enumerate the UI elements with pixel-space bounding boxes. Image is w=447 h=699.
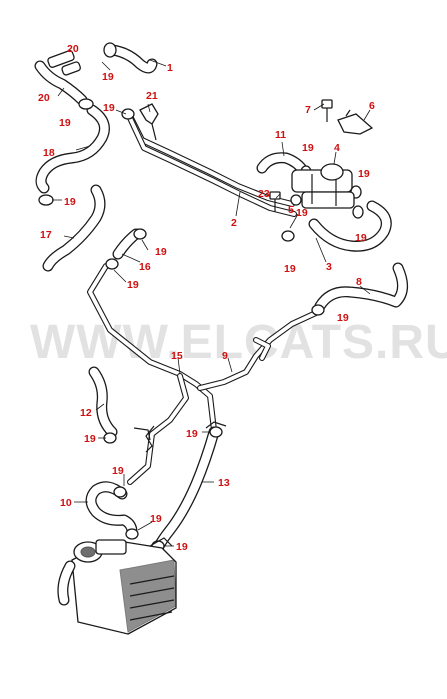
callout-label: 19 [64,196,76,208]
watermark: WWW.ELCATS.RU [30,316,447,369]
callout-label: 11 [275,129,286,141]
callout-label: 19 [127,279,139,291]
auxiliary-heater-unit [57,537,177,635]
callout-label: 20 [38,92,50,104]
callout-label: 19 [155,246,167,258]
callout-label: 17 [40,229,52,241]
callout-label: 9 [222,350,228,362]
callout-label: 21 [146,90,158,102]
hose-1 [106,44,158,74]
callout-label: 4 [334,142,340,154]
callout-label: 18 [43,147,55,159]
callout-label: 3 [326,261,332,273]
hose-12 [88,366,118,438]
callout-label: 16 [139,261,151,273]
connector-20-upper [47,50,81,76]
bolt-7 [321,99,333,122]
pipe-9 [197,309,321,391]
callout-labels: 20 19 1 20 19 21 19 7 6 11 19 4 18 19 23… [38,43,375,553]
fastener-brackets [133,421,227,453]
callout-label: 19 [102,71,114,83]
callout-label: 15 [171,350,183,362]
callout-label: 1 [167,62,173,74]
callout-label: 19 [59,117,71,129]
callout-label: 13 [218,477,230,489]
callout-label: 5 [288,204,294,216]
callout-label: 19 [112,465,124,477]
pipe-15 [87,263,217,485]
hose-10 [85,481,138,538]
bracket-21 [139,103,159,141]
hose-17 [42,184,106,272]
callout-label: 19 [337,312,349,324]
bolt-23 [269,191,281,212]
hose-20 [34,60,88,106]
callout-label: 19 [355,232,367,244]
hose-3 [308,200,392,252]
pipe-2 [125,109,297,217]
callout-label: 20 [67,43,79,55]
leader-lines [52,59,371,547]
callout-label: 19 [186,428,198,440]
callout-label: 19 [176,541,188,553]
hose-13 [152,426,220,554]
callout-label: 19 [358,168,370,180]
callout-label: 19 [103,102,115,114]
hose-16 [112,228,142,260]
callout-label: 2 [231,217,237,229]
hose-8 [314,262,408,312]
valve-assembly-4 [290,163,355,209]
bracket-6 [337,109,374,135]
callout-label: 19 [84,433,96,445]
callout-label: 10 [60,497,72,509]
callout-label: 8 [356,276,362,288]
callout-label: 19 [284,263,296,275]
callout-label: 19 [302,142,314,154]
callout-label: 19 [150,513,162,525]
callout-label: 6 [369,100,375,112]
hose-clamps [38,42,364,552]
callout-label: 19 [296,207,308,219]
hose-11 [256,152,310,178]
callout-label: 7 [305,104,311,116]
callout-label: 12 [80,407,92,419]
hose-18 [35,104,110,194]
callout-label: 23 [258,188,270,200]
